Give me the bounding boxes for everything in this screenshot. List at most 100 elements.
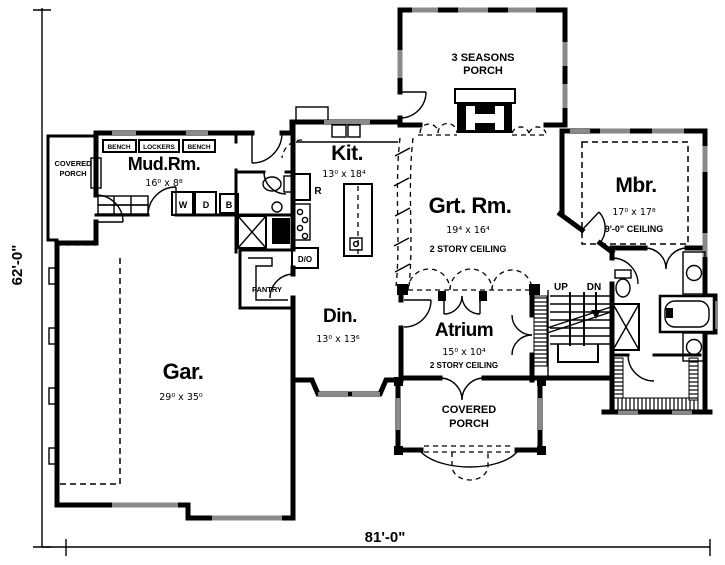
staircase bbox=[543, 292, 615, 363]
label-lockers: LOCKERS bbox=[143, 144, 175, 151]
door-bath bbox=[611, 257, 639, 285]
refrigerator-box bbox=[293, 173, 311, 201]
dims-dining: 13⁰ x 13⁶ bbox=[316, 334, 360, 345]
label-bench-left: BENCH bbox=[107, 144, 130, 151]
sink bbox=[685, 338, 703, 356]
label-master-bedroom: Mbr. bbox=[615, 174, 656, 197]
cooktop bbox=[293, 203, 311, 241]
down-arrow bbox=[591, 292, 601, 319]
note-great-room: 2 STORY CEILING bbox=[430, 244, 507, 254]
door-walkin-closet bbox=[627, 354, 655, 382]
chase bbox=[272, 218, 290, 244]
label-3-seasons-porch: 3 SEASONS bbox=[452, 52, 515, 64]
dimension-width: 81'-0" bbox=[365, 529, 406, 546]
french-door-right bbox=[461, 295, 481, 315]
dims-kitchen: 13⁰ x 18⁴ bbox=[322, 169, 366, 180]
bench-cabinet bbox=[182, 139, 216, 153]
label-mud-room: Mud.Rm. bbox=[128, 154, 201, 174]
label-refrigerator: R bbox=[314, 186, 322, 197]
kitchen-island bbox=[343, 183, 373, 257]
dims-great-room: 19⁴ x 16⁴ bbox=[446, 225, 490, 236]
kitchen-fixtures bbox=[291, 124, 398, 269]
pantry-shelves bbox=[248, 257, 288, 301]
sink bbox=[271, 201, 283, 213]
label-pantry: PANTRY bbox=[252, 285, 282, 294]
label-stairs-down: DN bbox=[587, 282, 601, 293]
window-openings bbox=[112, 7, 718, 521]
toilet-tank bbox=[614, 269, 632, 279]
dims-mud-room: 16⁰ x 8⁸ bbox=[145, 178, 183, 189]
note-atrium: 2 STORY CEILING bbox=[430, 361, 498, 370]
master-bath-fixtures bbox=[612, 251, 716, 362]
dims-atrium: 15⁰ x 10⁴ bbox=[442, 347, 486, 358]
label-dryer: D bbox=[203, 200, 210, 210]
tray-ceiling-line bbox=[581, 141, 689, 245]
vanity bbox=[682, 332, 706, 362]
label-bench-small: B bbox=[226, 200, 233, 210]
dryer bbox=[194, 191, 217, 216]
dims-garage: 29⁰ x 35⁰ bbox=[159, 392, 203, 403]
door-porch3s bbox=[399, 91, 427, 119]
porch-post bbox=[537, 446, 546, 455]
lockers-cabinet bbox=[138, 139, 180, 153]
pilaster bbox=[48, 447, 58, 465]
porch-post bbox=[394, 446, 403, 455]
vanity bbox=[682, 251, 706, 295]
label-great-room: Grt. Rm. bbox=[429, 193, 512, 218]
double-door-mbr bbox=[644, 247, 688, 270]
fixtures bbox=[97, 88, 716, 411]
svg-text:PORCH: PORCH bbox=[463, 65, 503, 77]
door-pantry bbox=[269, 273, 295, 299]
door-atrium-porch bbox=[439, 377, 485, 401]
kitchen-sink bbox=[331, 124, 347, 138]
label-double-oven: D/O bbox=[298, 255, 312, 264]
porch-post bbox=[394, 377, 403, 386]
tub-faucet bbox=[666, 308, 673, 318]
dashed-openings bbox=[58, 122, 689, 485]
walk-in-closet bbox=[613, 357, 699, 411]
door-post bbox=[438, 291, 446, 301]
door-covered-porch bbox=[95, 194, 124, 223]
bench-cabinet bbox=[102, 139, 137, 153]
label-bench-right: BENCH bbox=[187, 144, 210, 151]
label-washer: W bbox=[179, 200, 188, 210]
door-powder bbox=[263, 171, 287, 195]
powder-room-fixtures bbox=[262, 175, 294, 213]
label-covered-porch-left: COVERED bbox=[54, 159, 92, 168]
french-door-left bbox=[443, 295, 463, 315]
label-atrium: Atrium bbox=[435, 320, 493, 341]
porch-step bbox=[420, 451, 518, 468]
sink bbox=[685, 264, 703, 282]
label-kitchen: Kit. bbox=[331, 142, 363, 165]
dimension-depth: 62'-0" bbox=[9, 245, 26, 286]
hall-closet bbox=[237, 215, 267, 249]
toilet-bowl bbox=[615, 278, 631, 298]
door-swings bbox=[95, 91, 688, 401]
dims-master-bedroom: 17⁰ x 17⁸ bbox=[612, 207, 656, 218]
fireplace bbox=[454, 88, 516, 133]
two-story-opening bbox=[395, 137, 401, 287]
note-master-bedroom: 9'-0" CEILING bbox=[605, 224, 663, 234]
label-stairs-up: UP bbox=[554, 282, 568, 293]
arch-post bbox=[397, 284, 408, 295]
door-din-atrium bbox=[403, 299, 432, 328]
porch-post bbox=[537, 377, 546, 386]
arch-post bbox=[529, 284, 540, 295]
garage-dashed-line bbox=[58, 258, 121, 485]
door-post bbox=[479, 291, 487, 301]
bench-box bbox=[219, 193, 239, 214]
porch-column bbox=[90, 157, 102, 189]
stair-closet-hangers bbox=[533, 295, 548, 367]
door-entry bbox=[251, 132, 283, 164]
entry-stoop bbox=[295, 106, 329, 123]
linen-closet bbox=[612, 303, 640, 351]
covered-porch-left bbox=[46, 134, 102, 246]
exterior-walls bbox=[48, 7, 718, 521]
label-covered-porch-bottom: COVERED bbox=[442, 404, 496, 416]
door-great-diagonal bbox=[581, 211, 606, 244]
svg-text:PORCH: PORCH bbox=[59, 169, 86, 178]
label-dining: Din. bbox=[323, 306, 357, 327]
pilaster bbox=[48, 327, 58, 345]
